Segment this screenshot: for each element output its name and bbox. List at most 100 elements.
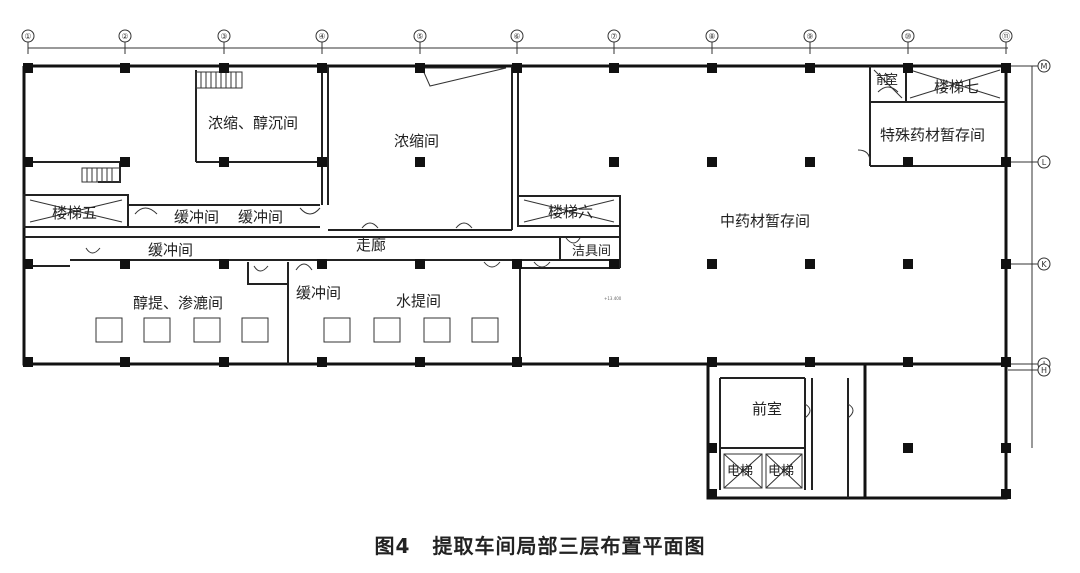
- structural-column: [120, 357, 130, 367]
- room-cleaning: 洁具间: [572, 244, 611, 259]
- column-axis-label: ⑪: [1002, 32, 1010, 41]
- column-axis-bubble: [21, 29, 35, 43]
- column-axis-bubble: [510, 29, 524, 43]
- structural-column: [903, 357, 913, 367]
- figure-caption: 图4 提取车间局部三层布置平面图: [0, 530, 1080, 559]
- column-axis-bubble: [315, 29, 329, 43]
- room-front-bottom: 前室: [752, 400, 782, 418]
- structural-column: [415, 63, 425, 73]
- structural-column: [1001, 259, 1011, 269]
- room-labels: 浓缩、醇沉间 浓缩间 楼梯五 缓冲间 缓冲间 缓冲间 走廊 楼梯六 洁具间 缓冲…: [52, 72, 985, 479]
- column-axis-label: ③: [220, 32, 227, 41]
- structural-column: [903, 63, 913, 73]
- caption-title: 提取车间局部三层布置平面图: [432, 534, 706, 558]
- structural-column: [903, 157, 913, 167]
- structural-column: [219, 157, 229, 167]
- structural-column: [707, 443, 717, 453]
- column-axis-bubble: [413, 29, 427, 43]
- structural-column: [707, 357, 717, 367]
- structural-column: [415, 357, 425, 367]
- room-buffer-4: 缓冲间: [296, 284, 341, 302]
- structural-column: [120, 157, 130, 167]
- column-axis-label: ①: [24, 32, 31, 41]
- door-swings: [85, 86, 899, 419]
- row-axis-bubble: [1037, 257, 1051, 271]
- structural-column: [903, 259, 913, 269]
- column-axis-label: ⑩: [904, 32, 911, 41]
- interior-walls: [23, 66, 1006, 498]
- column-axis-label: ⑧: [708, 32, 715, 41]
- structural-column: [1001, 443, 1011, 453]
- elevation-mark: +13.400: [604, 296, 622, 301]
- room-herb-storage: 中药材暂存间: [720, 212, 810, 230]
- extraction-tank: [95, 317, 123, 343]
- extraction-tank: [423, 317, 451, 343]
- room-buffer-2: 缓冲间: [238, 208, 283, 226]
- structural-column: [23, 357, 33, 367]
- structural-column: [805, 357, 815, 367]
- row-axis-label: M: [1041, 62, 1048, 71]
- room-concentration: 浓缩间: [394, 132, 439, 150]
- column-axis-label: ⑨: [806, 32, 813, 41]
- row-axis-label: K: [1041, 260, 1047, 269]
- structural-column: [512, 63, 522, 73]
- row-axes: MLKJH: [1008, 59, 1051, 377]
- structural-column: [23, 157, 33, 167]
- room-special-storage: 特殊药材暂存间: [880, 126, 985, 144]
- structural-column: [23, 259, 33, 269]
- extraction-tank: [323, 317, 351, 343]
- structural-column: [805, 63, 815, 73]
- structural-column: [219, 63, 229, 73]
- structural-column: [317, 259, 327, 269]
- structural-column: [609, 63, 619, 73]
- row-axis-bubble: [1037, 363, 1051, 377]
- room-front-top: 前室: [876, 72, 898, 88]
- structural-column: [317, 357, 327, 367]
- extraction-tank: [143, 317, 171, 343]
- column-axis-label: ⑥: [513, 32, 520, 41]
- extraction-tank: [241, 317, 269, 343]
- row-axis-label: H: [1041, 366, 1047, 375]
- extraction-tank: [193, 317, 221, 343]
- room-buffer-3: 缓冲间: [148, 241, 193, 259]
- stair-hatching: [29, 67, 1001, 489]
- room-buffer-1: 缓冲间: [174, 208, 219, 226]
- structural-column: [317, 157, 327, 167]
- column-axis-label: ④: [318, 32, 325, 41]
- column-axis-label: ②: [121, 32, 128, 41]
- room-water-extract: 水提间: [396, 292, 441, 310]
- room-corridor: 走廊: [356, 236, 386, 254]
- structural-column: [903, 443, 913, 453]
- structural-column: [609, 259, 619, 269]
- column-axis-bubble: [607, 29, 621, 43]
- extraction-tank: [373, 317, 401, 343]
- room-stair6: 楼梯六: [548, 203, 593, 221]
- structural-column: [415, 157, 425, 167]
- room-stair-top: 楼梯七: [934, 78, 979, 96]
- structural-column: [1001, 357, 1011, 367]
- structural-column: [1001, 157, 1011, 167]
- structural-column: [219, 259, 229, 269]
- structural-column: [317, 63, 327, 73]
- column-axis-bubble: [999, 29, 1013, 43]
- extraction-tank: [471, 317, 499, 343]
- column-axis-bubble: [217, 29, 231, 43]
- structural-column: [707, 63, 717, 73]
- row-axis-label: L: [1042, 158, 1047, 167]
- caption-number: 图4: [374, 534, 411, 558]
- column-axis-label: ⑦: [610, 32, 617, 41]
- structural-column: [805, 259, 815, 269]
- row-axis-bubble: [1037, 59, 1051, 73]
- room-elevator-1: 电梯: [727, 464, 753, 479]
- structural-column: [512, 357, 522, 367]
- structural-column: [1001, 63, 1011, 73]
- row-axis-bubble: [1037, 155, 1051, 169]
- structural-column: [609, 357, 619, 367]
- outer-walls: [22, 64, 1008, 500]
- column-axis-bubble: [803, 29, 817, 43]
- room-stair5: 楼梯五: [52, 204, 97, 222]
- structural-column: [120, 63, 130, 73]
- room-conc-alcohol: 浓缩、醇沉间: [208, 114, 298, 132]
- column-axis-label: ⑤: [416, 32, 423, 41]
